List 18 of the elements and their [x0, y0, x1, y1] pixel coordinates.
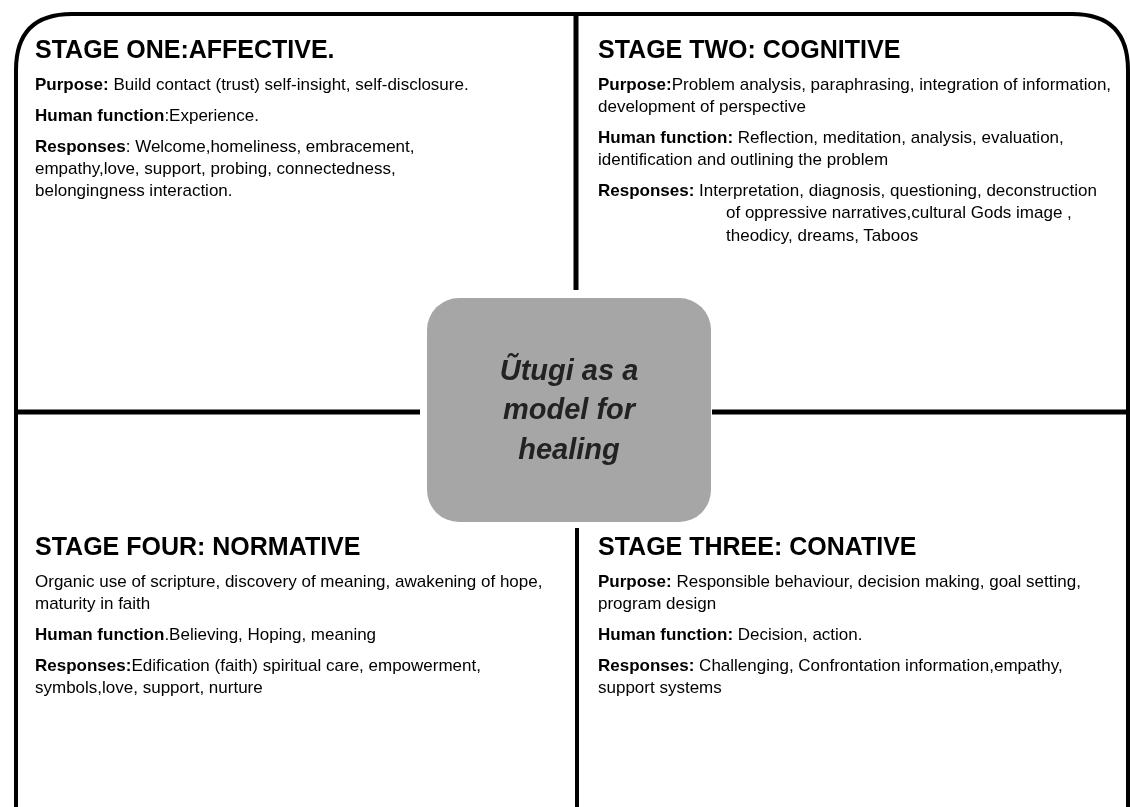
center-title: Ũtugi as a model for healing: [498, 352, 640, 467]
stage-description: Human function: Decision, action.: [598, 624, 864, 647]
stage-heading: STAGE THREE: CONATIVE: [598, 532, 917, 561]
center-box: [427, 298, 711, 522]
stage-heading: STAGE TWO: COGNITIVE: [598, 35, 901, 64]
stage-description: Purpose: Build contact (trust) self-insight, self-disclosure.: [35, 74, 470, 96]
stage-description: Human function.Believing, Hoping, meaning: [35, 624, 378, 647]
stage-description: Human function: Reflection, meditation, analysis, evaluation, identification and outlining the problem: [598, 127, 1065, 172]
stage-description: Responses:Edification (faith) spiritual care, empowerment, symbols,love, support, nurture: [35, 655, 482, 700]
stage-description: Human function:Experience.: [35, 105, 260, 128]
stage-description: Responses: Interpretation, diagnosis, questioning, deconstruction of oppressive narratives,cultural Gods image , theodicy, dreams, Taboos: [598, 180, 1098, 247]
stage-description: Responses: Challenging, Confrontation information,empathy, support systems: [598, 655, 1064, 700]
stage-heading: STAGE FOUR: NORMATIVE: [35, 532, 361, 561]
stage-description: Purpose: Responsible behaviour, decision making, goal setting, program design: [598, 571, 1082, 616]
stage-heading: STAGE ONE:AFFECTIVE.: [35, 35, 335, 64]
stage-description: Responses: Welcome,homeliness, embracement, empathy,love, support, probing, connectedness, belongingness interaction.: [35, 136, 416, 203]
stage-description: Organic use of scripture, discovery of meaning, awakening of hope, maturity in faith: [35, 571, 544, 616]
stage-description: Purpose:Problem analysis, paraphrasing, integration of information, development of perspective: [598, 74, 1113, 119]
